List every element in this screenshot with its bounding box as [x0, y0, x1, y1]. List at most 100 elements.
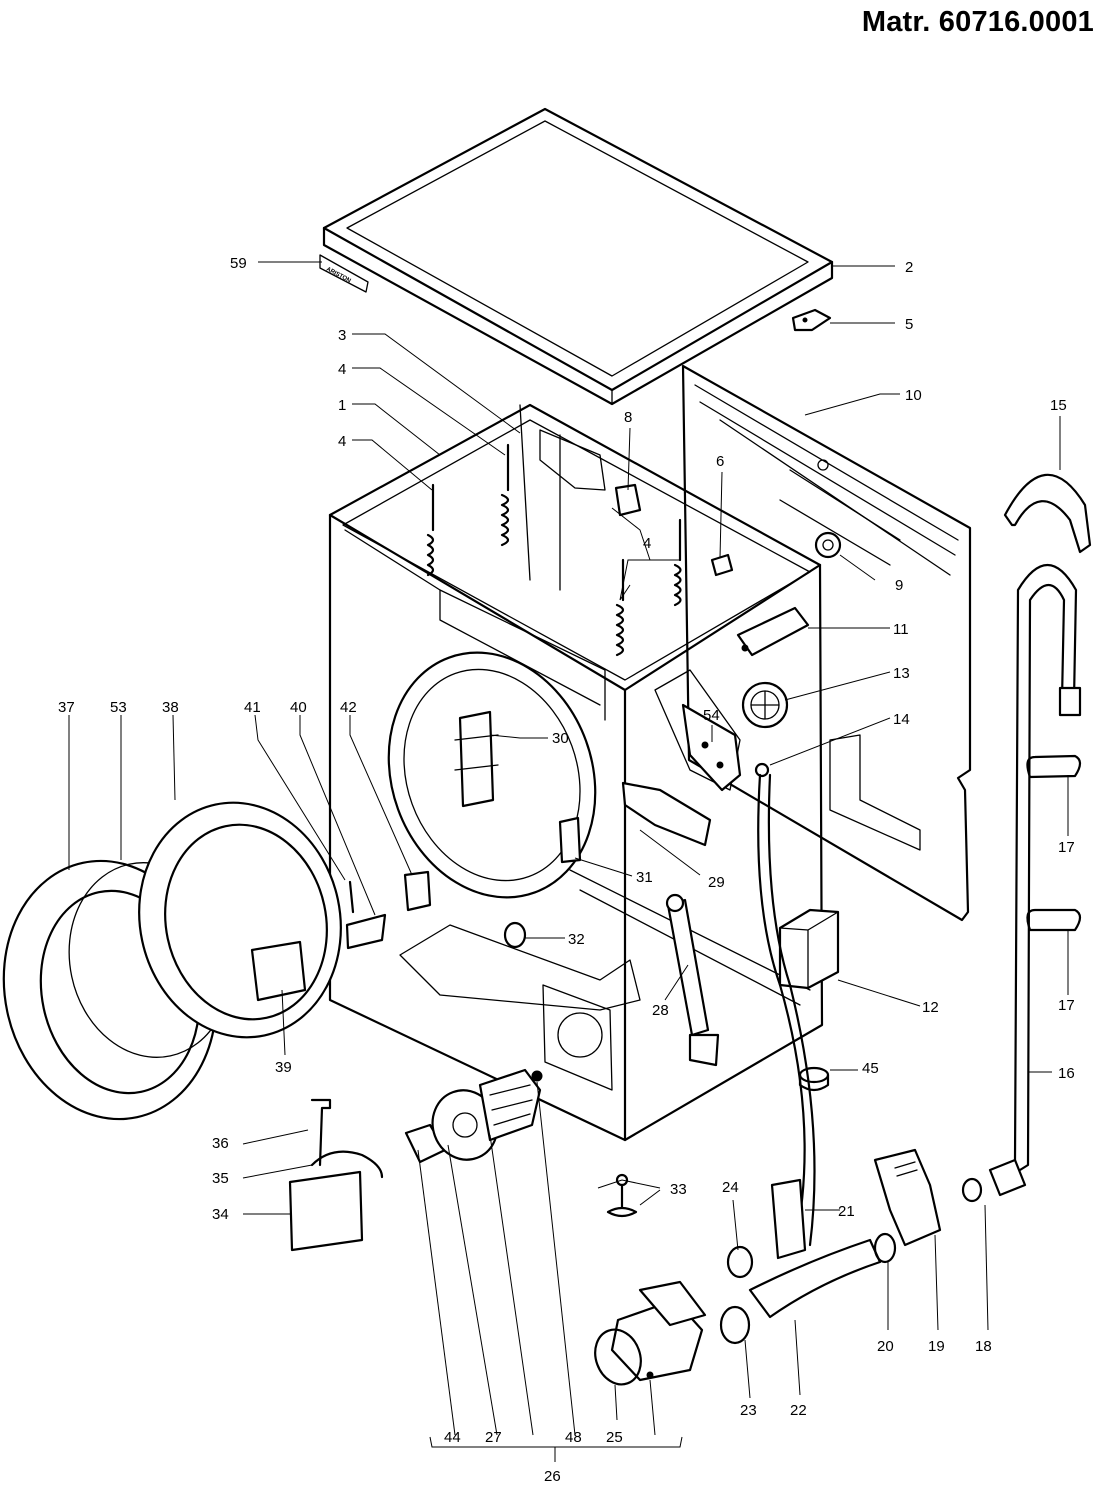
label-29: 29 — [708, 874, 725, 891]
hose-hook-15[interactable] — [1003, 473, 1092, 554]
label-11: 11 — [893, 621, 909, 638]
suspension-spring-b[interactable] — [500, 443, 510, 547]
logo-text: ARISTON — [325, 266, 352, 284]
label-39: 39 — [275, 1059, 292, 1076]
hinge-30[interactable] — [454, 710, 499, 808]
label-28: 28 — [652, 1002, 669, 1019]
panel-34[interactable] — [288, 1170, 364, 1252]
label-17-upper: 17 — [1058, 839, 1075, 856]
label-23: 23 — [740, 1402, 757, 1419]
suspension-spring-a[interactable] — [426, 483, 435, 577]
label-6: 6 — [716, 453, 724, 470]
label-12: 12 — [922, 999, 939, 1016]
bushing-32[interactable] — [503, 921, 527, 949]
label-26: 26 — [544, 1468, 561, 1485]
label-18: 18 — [975, 1338, 992, 1355]
label-15: 15 — [1050, 397, 1067, 414]
label-4-top: 4 — [338, 361, 346, 378]
clamp-24[interactable] — [726, 1245, 754, 1279]
label-48: 48 — [565, 1429, 582, 1446]
filter-cover-27[interactable] — [423, 1081, 507, 1169]
label-45: 45 — [862, 1060, 879, 1077]
suspension-spring-c[interactable] — [615, 558, 625, 657]
label-20: 20 — [877, 1338, 894, 1355]
label-19: 19 — [928, 1338, 945, 1355]
label-31: 31 — [636, 869, 653, 886]
shock-absorber-28[interactable] — [665, 893, 720, 1067]
label-35: 35 — [212, 1170, 229, 1187]
label-27: 27 — [485, 1429, 502, 1446]
label-41: 41 — [244, 699, 261, 716]
hose-clip-6[interactable] — [710, 553, 734, 577]
rod-36[interactable] — [310, 1098, 332, 1167]
bracket-54[interactable] — [681, 703, 742, 792]
label-54: 54 — [703, 707, 720, 724]
filter-nut[interactable] — [531, 1070, 543, 1082]
clamp-14[interactable] — [754, 762, 770, 778]
label-44: 44 — [444, 1429, 461, 1446]
label-37: 37 — [58, 699, 75, 716]
label-10: 10 — [905, 387, 922, 404]
hose-21[interactable] — [757, 773, 816, 1260]
wire-35[interactable] — [310, 1150, 384, 1179]
filter-box-12[interactable] — [778, 908, 840, 990]
label-25: 25 — [606, 1429, 623, 1446]
hose-22[interactable] — [748, 1238, 882, 1319]
label-17-lower: 17 — [1058, 997, 1075, 1014]
clamp-20[interactable] — [873, 1232, 897, 1264]
label-13: 13 — [893, 665, 910, 682]
drain-pump-19[interactable] — [873, 1148, 942, 1247]
part-labels: 59 2 5 3 4 1 4 10 15 8 6 4 9 11 13 14 54… — [58, 255, 1075, 1485]
clamp-18[interactable] — [961, 1177, 983, 1203]
label-5: 5 — [905, 316, 913, 333]
foot-45[interactable] — [798, 1066, 830, 1092]
drawing-reference-title: Matr. 60716.0001 — [861, 6, 1094, 38]
bracket-5[interactable] — [791, 308, 832, 332]
label-40: 40 — [290, 699, 307, 716]
label-8: 8 — [624, 409, 632, 426]
catch-42[interactable] — [403, 870, 432, 912]
hose-clamp-17b[interactable] — [1026, 908, 1082, 932]
suspension-spring-d[interactable] — [673, 518, 682, 607]
label-42: 42 — [340, 699, 357, 716]
label-33: 33 — [670, 1181, 687, 1198]
label-3: 3 — [338, 327, 346, 344]
label-9: 9 — [895, 577, 903, 594]
label-22: 22 — [790, 1402, 807, 1419]
label-21: 21 — [838, 1203, 855, 1220]
gasket-25[interactable] — [588, 1323, 648, 1391]
label-36: 36 — [212, 1135, 229, 1152]
pressure-switch-9[interactable] — [814, 531, 842, 559]
label-4-right: 4 — [643, 535, 651, 552]
drain-hose-16[interactable] — [998, 563, 1082, 1177]
label-1: 1 — [338, 397, 346, 414]
pump-body[interactable] — [610, 1280, 707, 1382]
clip-8[interactable] — [614, 483, 642, 517]
label-38: 38 — [162, 699, 179, 716]
clamp-23[interactable] — [719, 1305, 751, 1345]
capacitor-11[interactable] — [736, 606, 810, 657]
label-59: 59 — [230, 255, 247, 272]
label-32: 32 — [568, 931, 585, 948]
leveling-foot-33[interactable] — [606, 1173, 638, 1218]
timer-motor-13[interactable] — [741, 681, 789, 729]
label-34: 34 — [212, 1206, 229, 1223]
label-24: 24 — [722, 1179, 739, 1196]
top-panel[interactable] — [322, 107, 834, 406]
label-4-left: 4 — [338, 433, 346, 450]
elbow-connector[interactable] — [988, 1158, 1027, 1197]
latch-40[interactable] — [345, 913, 387, 950]
hinge-pin-41[interactable] — [348, 880, 355, 914]
interlock-29[interactable] — [621, 781, 712, 847]
label-53: 53 — [110, 699, 127, 716]
filter-basket-48[interactable] — [478, 1068, 542, 1142]
hose-clamp-17a[interactable] — [1026, 754, 1082, 779]
label-30: 30 — [552, 730, 569, 747]
bracket-31[interactable] — [558, 816, 582, 864]
door-handle-39[interactable] — [250, 940, 307, 1002]
label-2: 2 — [905, 259, 913, 276]
label-14: 14 — [893, 711, 910, 728]
leader-lines — [68, 261, 1069, 1462]
back-panel[interactable] — [681, 364, 972, 922]
